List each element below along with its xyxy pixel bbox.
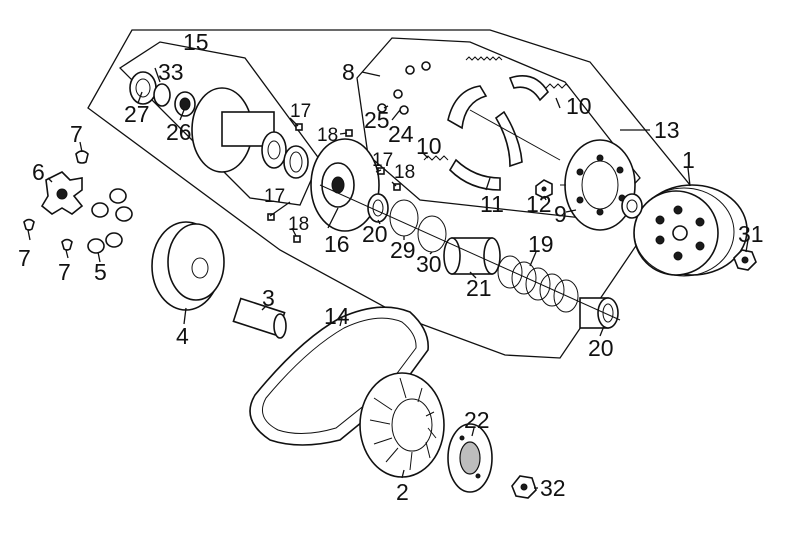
slider-7-left xyxy=(23,218,35,231)
clutch-pivot-pin-12 xyxy=(535,179,553,199)
clutch-assembly-outline xyxy=(87,29,691,359)
label-part-6: 6 xyxy=(32,159,45,185)
label-part-27: 27 xyxy=(124,101,150,127)
collar-21 xyxy=(443,237,501,275)
label-part-30: 30 xyxy=(416,251,442,277)
label-part-12: 12 xyxy=(526,191,552,217)
spring-seat-20-lower xyxy=(579,297,619,329)
top-spring xyxy=(465,56,503,61)
label-part-14: 14 xyxy=(324,303,350,329)
label-part-29: 29 xyxy=(390,237,416,263)
clutch-spring-10-upper xyxy=(545,83,571,89)
clutch-shoe-subgroup-outline xyxy=(356,37,641,221)
o-ring-30 xyxy=(417,215,447,253)
label-part-7-top: 7 xyxy=(70,121,83,147)
leader-lines xyxy=(27,67,749,489)
clutch-shoes xyxy=(447,75,561,191)
guide-pins-17-18 xyxy=(267,123,401,243)
oil-seal-ring xyxy=(283,145,309,179)
label-part-3: 3 xyxy=(262,285,275,311)
bearing-26 xyxy=(174,91,196,117)
label-part-9: 9 xyxy=(554,201,567,227)
label-part-21: 21 xyxy=(466,275,492,301)
label-part-17-top: 17 xyxy=(290,101,311,122)
label-part-8: 8 xyxy=(342,59,355,85)
movable-driven-half-16 xyxy=(310,138,380,232)
label-part-18-top: 18 xyxy=(317,125,338,146)
clutch-spring-10-lower xyxy=(423,155,449,161)
slider-7-bottom xyxy=(61,238,73,251)
starter-pulley-22 xyxy=(447,423,493,493)
seal-33 xyxy=(153,83,171,107)
label-part-7-bottom: 7 xyxy=(58,259,71,285)
clutch-backplate xyxy=(560,139,636,231)
label-part-17-middle: 17 xyxy=(372,150,393,171)
label-part-10-left: 10 xyxy=(416,133,442,159)
label-part-15: 15 xyxy=(183,29,209,55)
label-part-2: 2 xyxy=(396,479,409,505)
clutch-bell xyxy=(633,184,748,277)
drive-belt-14 xyxy=(249,306,429,446)
label-part-24: 24 xyxy=(388,121,414,147)
label-part-20-lower: 20 xyxy=(588,335,614,361)
label-part-32: 32 xyxy=(540,475,566,501)
fixed-driven-half xyxy=(191,87,287,173)
variator-bushing-3 xyxy=(232,297,287,339)
cooling-fan-2 xyxy=(359,372,445,478)
label-part-19: 19 xyxy=(528,231,554,257)
label-part-18-bottom: 18 xyxy=(288,214,309,235)
needle-bearing-27 xyxy=(129,71,157,105)
label-part-25: 25 xyxy=(364,107,390,133)
flange-nut-32 xyxy=(511,475,537,499)
label-part-33: 33 xyxy=(158,59,184,85)
label-part-7-left: 7 xyxy=(18,245,31,271)
roller-weights-5 xyxy=(87,188,133,254)
torque-spring-19 xyxy=(497,255,579,313)
seal-ring-20-upper xyxy=(367,193,389,223)
label-part-13: 13 xyxy=(654,117,680,143)
driven-pulley-subgroup-outline xyxy=(118,41,321,206)
slider-7-top xyxy=(75,150,89,164)
label-part-26: 26 xyxy=(166,119,192,145)
label-part-4: 4 xyxy=(176,323,189,349)
label-part-5: 5 xyxy=(94,259,107,285)
label-part-18-middle: 18 xyxy=(394,162,415,183)
label-part-10-right: 10 xyxy=(566,93,592,119)
assembly-axis-line xyxy=(319,184,621,321)
label-part-17-bottom: 17 xyxy=(264,186,285,207)
variator-pulley-4 xyxy=(151,221,225,311)
ramp-plate-6 xyxy=(40,171,84,215)
label-part-16: 16 xyxy=(324,231,350,257)
label-part-11: 11 xyxy=(480,191,504,217)
flange-nut-31 xyxy=(733,249,757,271)
label-part-20-upper: 20 xyxy=(362,221,388,247)
label-part-1: 1 xyxy=(682,147,695,173)
label-part-22: 22 xyxy=(464,407,490,433)
bearing-ring xyxy=(621,193,643,219)
label-part-31: 31 xyxy=(738,221,764,247)
